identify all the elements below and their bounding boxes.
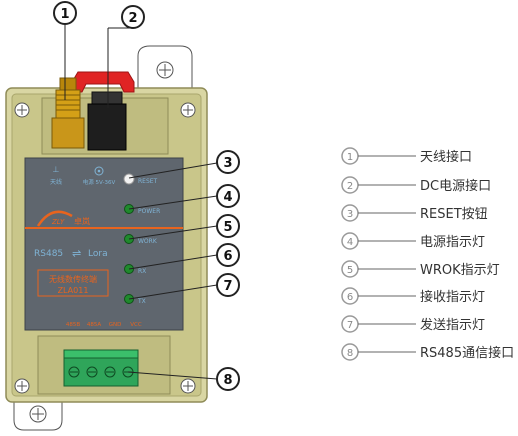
antenna-symbol-icon: ⊥ xyxy=(53,165,60,174)
top-mounting-tab xyxy=(137,45,193,91)
callout-4-number: 4 xyxy=(223,190,232,205)
svg-text:2: 2 xyxy=(347,181,353,192)
callout-1-number: 1 xyxy=(60,7,69,22)
device-callouts: 1 2 3 4 5 6 7 8 xyxy=(53,1,240,391)
callout-3-number: 3 xyxy=(223,156,232,171)
legend-label-1: 天线接口 xyxy=(420,149,472,165)
rx-led-label: RX xyxy=(138,268,146,275)
product-model: ZLA011 xyxy=(58,286,89,295)
reset-button[interactable] xyxy=(123,173,135,185)
legend-label-7: 发送指示灯 xyxy=(420,317,485,333)
callout-6-number: 6 xyxy=(223,249,232,264)
tx-led-label: TX xyxy=(137,298,146,305)
legend-item-1: 1 天线接口 xyxy=(341,147,472,165)
reset-label: RESET xyxy=(138,178,158,185)
bottom-mounting-tab xyxy=(13,395,63,431)
pin-label-vcc: VCC xyxy=(130,322,142,328)
legend-item-4: 4 电源指示灯 xyxy=(341,232,485,250)
product-name: 无线数传终端 xyxy=(49,274,97,284)
dc-power-jack-icon xyxy=(87,91,127,151)
callout-2-number: 2 xyxy=(128,11,137,26)
legend-label-2: DC电源接口 xyxy=(420,178,491,194)
pin-label-485b: 485B xyxy=(66,322,80,328)
protocol-left: RS485 xyxy=(34,249,63,259)
legend-item-5: 5 WROK指示灯 xyxy=(341,260,500,278)
legend-item-8: 8 RS485通信接口 xyxy=(341,343,514,361)
legend-item-2: 2 DC电源接口 xyxy=(341,176,491,194)
power-input-label: 电源 5V-36V xyxy=(83,178,116,186)
brand-arc-icon xyxy=(36,210,73,227)
power-symbol-icon xyxy=(94,166,104,176)
legend-label-3: RESET按钮 xyxy=(420,207,488,222)
legend-label-8: RS485通信接口 xyxy=(420,345,514,361)
legend-label-6: 接收指示灯 xyxy=(420,289,485,305)
pin-label-gnd: GND xyxy=(109,322,122,328)
svg-text:7: 7 xyxy=(347,320,353,331)
corner-screws xyxy=(14,102,196,394)
legend-item-6: 6 接收指示灯 xyxy=(341,287,485,305)
callout-7-number: 7 xyxy=(223,279,232,294)
power-led-label: POWER xyxy=(138,208,160,215)
callout-8-number: 8 xyxy=(223,373,232,388)
svg-text:1: 1 xyxy=(347,152,353,163)
legend-item-3: 3 RESET按钮 xyxy=(341,204,488,222)
brand-badge: ZLY xyxy=(51,218,65,226)
legend-item-7: 7 发送指示灯 xyxy=(341,315,485,333)
pin-label-485a: 485A xyxy=(87,322,101,328)
legend-label-5: WROK指示灯 xyxy=(420,263,500,278)
protocol-arrow-icon: ⇌ xyxy=(72,247,81,260)
svg-text:8: 8 xyxy=(347,348,353,359)
svg-text:6: 6 xyxy=(347,292,353,303)
product-label-box xyxy=(37,269,109,297)
rs485-terminal-block xyxy=(63,349,139,387)
svg-text:3: 3 xyxy=(347,209,353,220)
protocol-right: Lora xyxy=(88,249,108,259)
brand-name: 卓岚 xyxy=(74,216,90,226)
legend-label-4: 电源指示灯 xyxy=(420,235,485,250)
work-led-label: WORK xyxy=(138,238,158,245)
svg-text:4: 4 xyxy=(347,237,353,248)
callout-5-number: 5 xyxy=(223,220,232,235)
antenna-label: 天线 xyxy=(50,178,62,186)
legend: 1 天线接口 2 DC电源接口 3 RESET按钮 4 电源指示灯 5 WROK… xyxy=(341,147,514,361)
svg-text:5: 5 xyxy=(347,265,353,276)
antenna-connector-icon xyxy=(51,77,85,149)
front-panel xyxy=(24,157,184,331)
